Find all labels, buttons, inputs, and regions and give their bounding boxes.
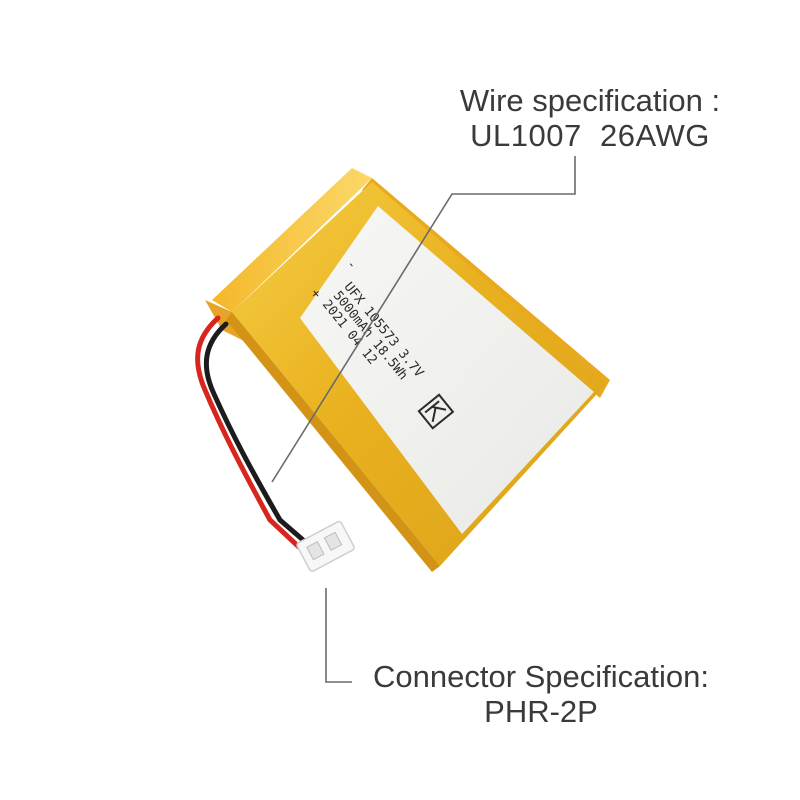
brand-logo-mark: [417, 393, 455, 430]
connector-spec-leader-line: [325, 588, 352, 683]
wire-leads: [195, 315, 313, 551]
cell-bottom-edge: [226, 312, 440, 572]
red-wire: [195, 315, 303, 551]
phr-connector: [296, 520, 355, 572]
wire-spec-callout: Wire specification : UL1007 26AWG: [440, 83, 740, 153]
battery-cell: - UFX 105573 3.7V 5000mAh 18.5Wh 2021 04…: [205, 168, 610, 572]
white-label-area: [300, 206, 594, 534]
cell-top-edge: [212, 168, 372, 312]
connector-spec-callout: Connector Specification: PHR-2P: [356, 659, 726, 729]
wire-spec-leader-line: [271, 156, 576, 483]
connector-spec-title: Connector Specification:: [372, 659, 710, 694]
wire-spec-title: Wire specification :: [459, 83, 721, 118]
connector-spec-value: PHR-2P: [484, 693, 598, 729]
black-wire: [203, 321, 313, 549]
wire-spec-value: UL1007 26AWG: [470, 117, 710, 153]
